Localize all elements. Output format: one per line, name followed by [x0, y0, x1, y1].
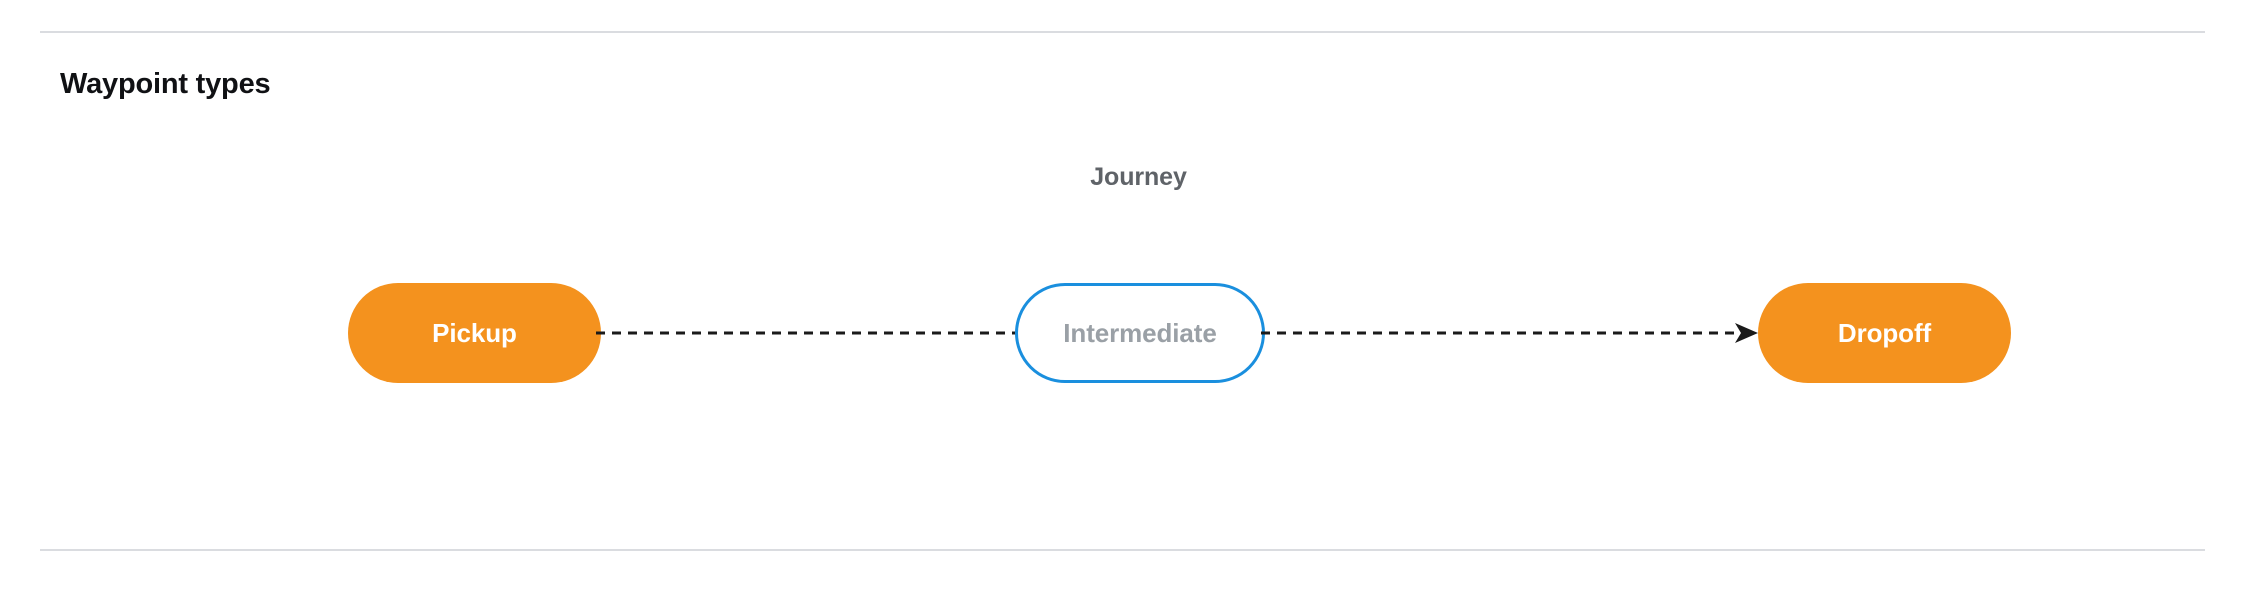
arrowhead-icon	[1735, 323, 1758, 343]
journey-group-label: Journey	[1090, 163, 1187, 191]
connector-pickup-to-intermediate-line	[596, 331, 1020, 335]
node-pickup[interactable]: Pickup	[348, 283, 601, 383]
connector-pickup-to-intermediate	[596, 312, 1020, 354]
node-dropoff-label: Dropoff	[1837, 317, 1932, 348]
node-pickup-label: Pickup	[432, 317, 517, 348]
node-intermediate[interactable]: Intermediate	[1015, 283, 1265, 383]
node-intermediate-label: Intermediate	[1063, 317, 1217, 348]
page-title: Waypoint types	[60, 68, 271, 100]
connector-intermediate-to-dropoff	[1261, 312, 1763, 354]
connector-intermediate-to-dropoff-line	[1261, 323, 1758, 343]
node-dropoff[interactable]: Dropoff	[1758, 283, 2011, 383]
top-divider	[40, 31, 2205, 33]
bottom-divider	[40, 549, 2205, 551]
